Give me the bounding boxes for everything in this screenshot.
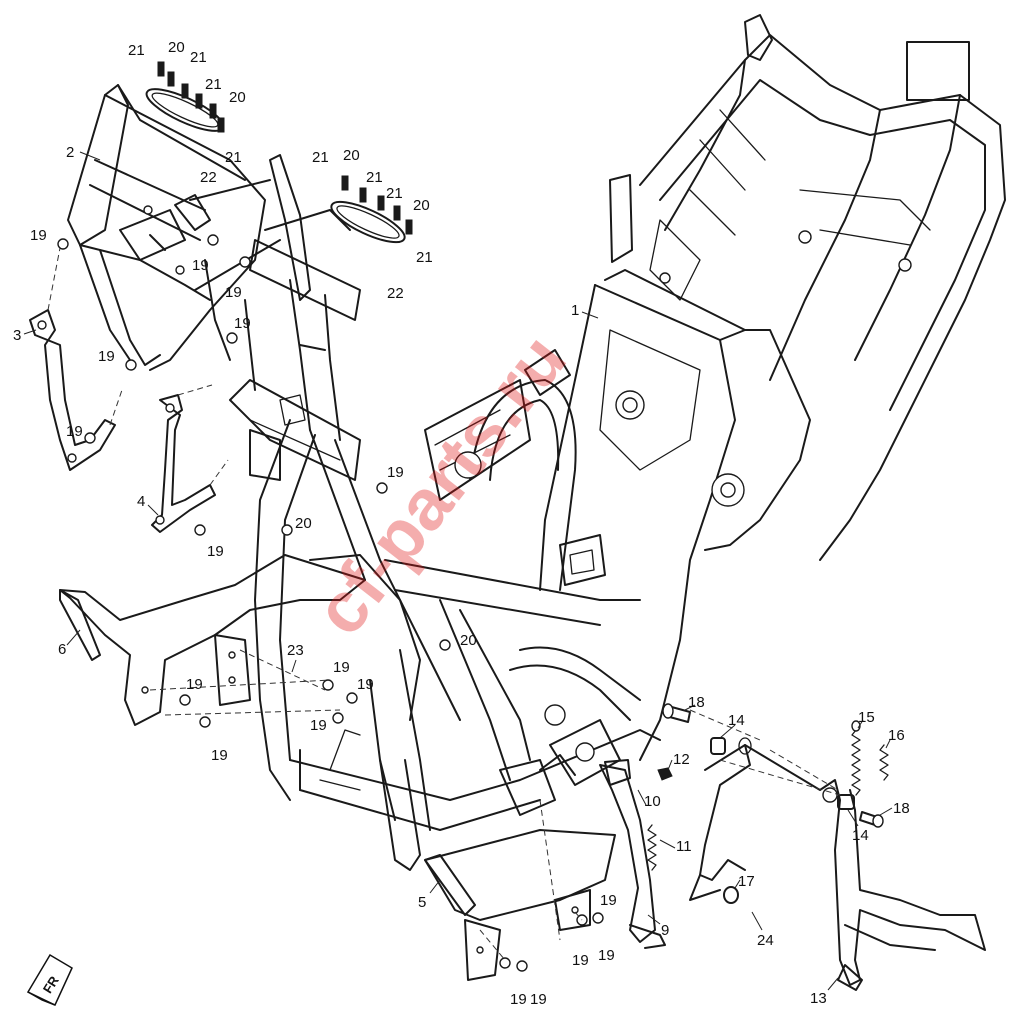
label-part-21: 21: [128, 42, 145, 59]
label-part-19: 19: [310, 717, 327, 734]
label-part-21: 21: [366, 169, 383, 186]
label-part-20: 20: [413, 197, 430, 214]
label-part-20: 20: [460, 632, 477, 649]
label-part-19: 19: [387, 464, 404, 481]
label-part-16: 16: [888, 727, 905, 744]
label-part-11: 11: [676, 838, 692, 855]
label-part-19: 19: [225, 284, 242, 301]
label-part-23: 23: [287, 642, 304, 659]
label-part-20: 20: [295, 515, 312, 532]
label-part-4: 4: [137, 493, 145, 510]
label-part-19: 19: [186, 676, 203, 693]
label-part-22: 22: [200, 169, 217, 186]
label-part-5: 5: [418, 894, 426, 911]
label-part-1: 1: [571, 302, 579, 319]
label-part-19: 19: [211, 747, 228, 764]
label-part-20: 20: [168, 39, 185, 56]
main-frame-part-1: [29, 14, 1006, 991]
label-part-19: 19: [572, 952, 589, 969]
label-part-19: 19: [98, 348, 115, 365]
label-part-19: 19: [530, 991, 547, 1008]
front-direction-icon: FR: [26, 953, 73, 1007]
label-part-19: 19: [66, 423, 83, 440]
label-part-17: 17: [738, 873, 755, 890]
label-part-14-b: 14: [852, 827, 869, 844]
part-number-labels: 1 2 3 4 5 6 9 10 11 12 13 14 14 15 16 17…: [13, 39, 910, 1008]
label-part-21: 21: [225, 149, 242, 166]
label-part-19: 19: [192, 257, 209, 274]
label-part-19: 19: [510, 991, 527, 1008]
label-part-21: 21: [205, 76, 222, 93]
label-part-19: 19: [30, 227, 47, 244]
label-part-19: 19: [333, 659, 350, 676]
label-part-19: 19: [207, 543, 224, 560]
label-part-19: 19: [234, 315, 251, 332]
label-part-13: 13: [810, 990, 827, 1007]
label-part-12: 12: [673, 751, 690, 768]
label-part-22: 22: [387, 285, 404, 302]
label-part-2: 2: [66, 144, 74, 161]
label-part-3: 3: [13, 327, 21, 344]
label-part-14-a: 14: [728, 712, 745, 729]
label-part-9: 9: [661, 922, 669, 939]
label-part-20: 20: [229, 89, 246, 106]
label-part-20: 20: [343, 147, 360, 164]
label-part-10: 10: [644, 793, 661, 810]
label-part-21: 21: [386, 185, 403, 202]
label-part-19: 19: [357, 676, 374, 693]
label-part-18-b: 18: [893, 800, 910, 817]
leader-lines: [23, 151, 893, 991]
label-part-21: 21: [416, 249, 433, 266]
label-part-21: 21: [190, 49, 207, 66]
label-part-6: 6: [58, 641, 66, 658]
label-part-24: 24: [757, 932, 774, 949]
label-part-19: 19: [600, 892, 617, 909]
label-part-18-a: 18: [688, 694, 705, 711]
label-part-19: 19: [598, 947, 615, 964]
label-part-15: 15: [858, 709, 875, 726]
label-part-21: 21: [312, 149, 329, 166]
